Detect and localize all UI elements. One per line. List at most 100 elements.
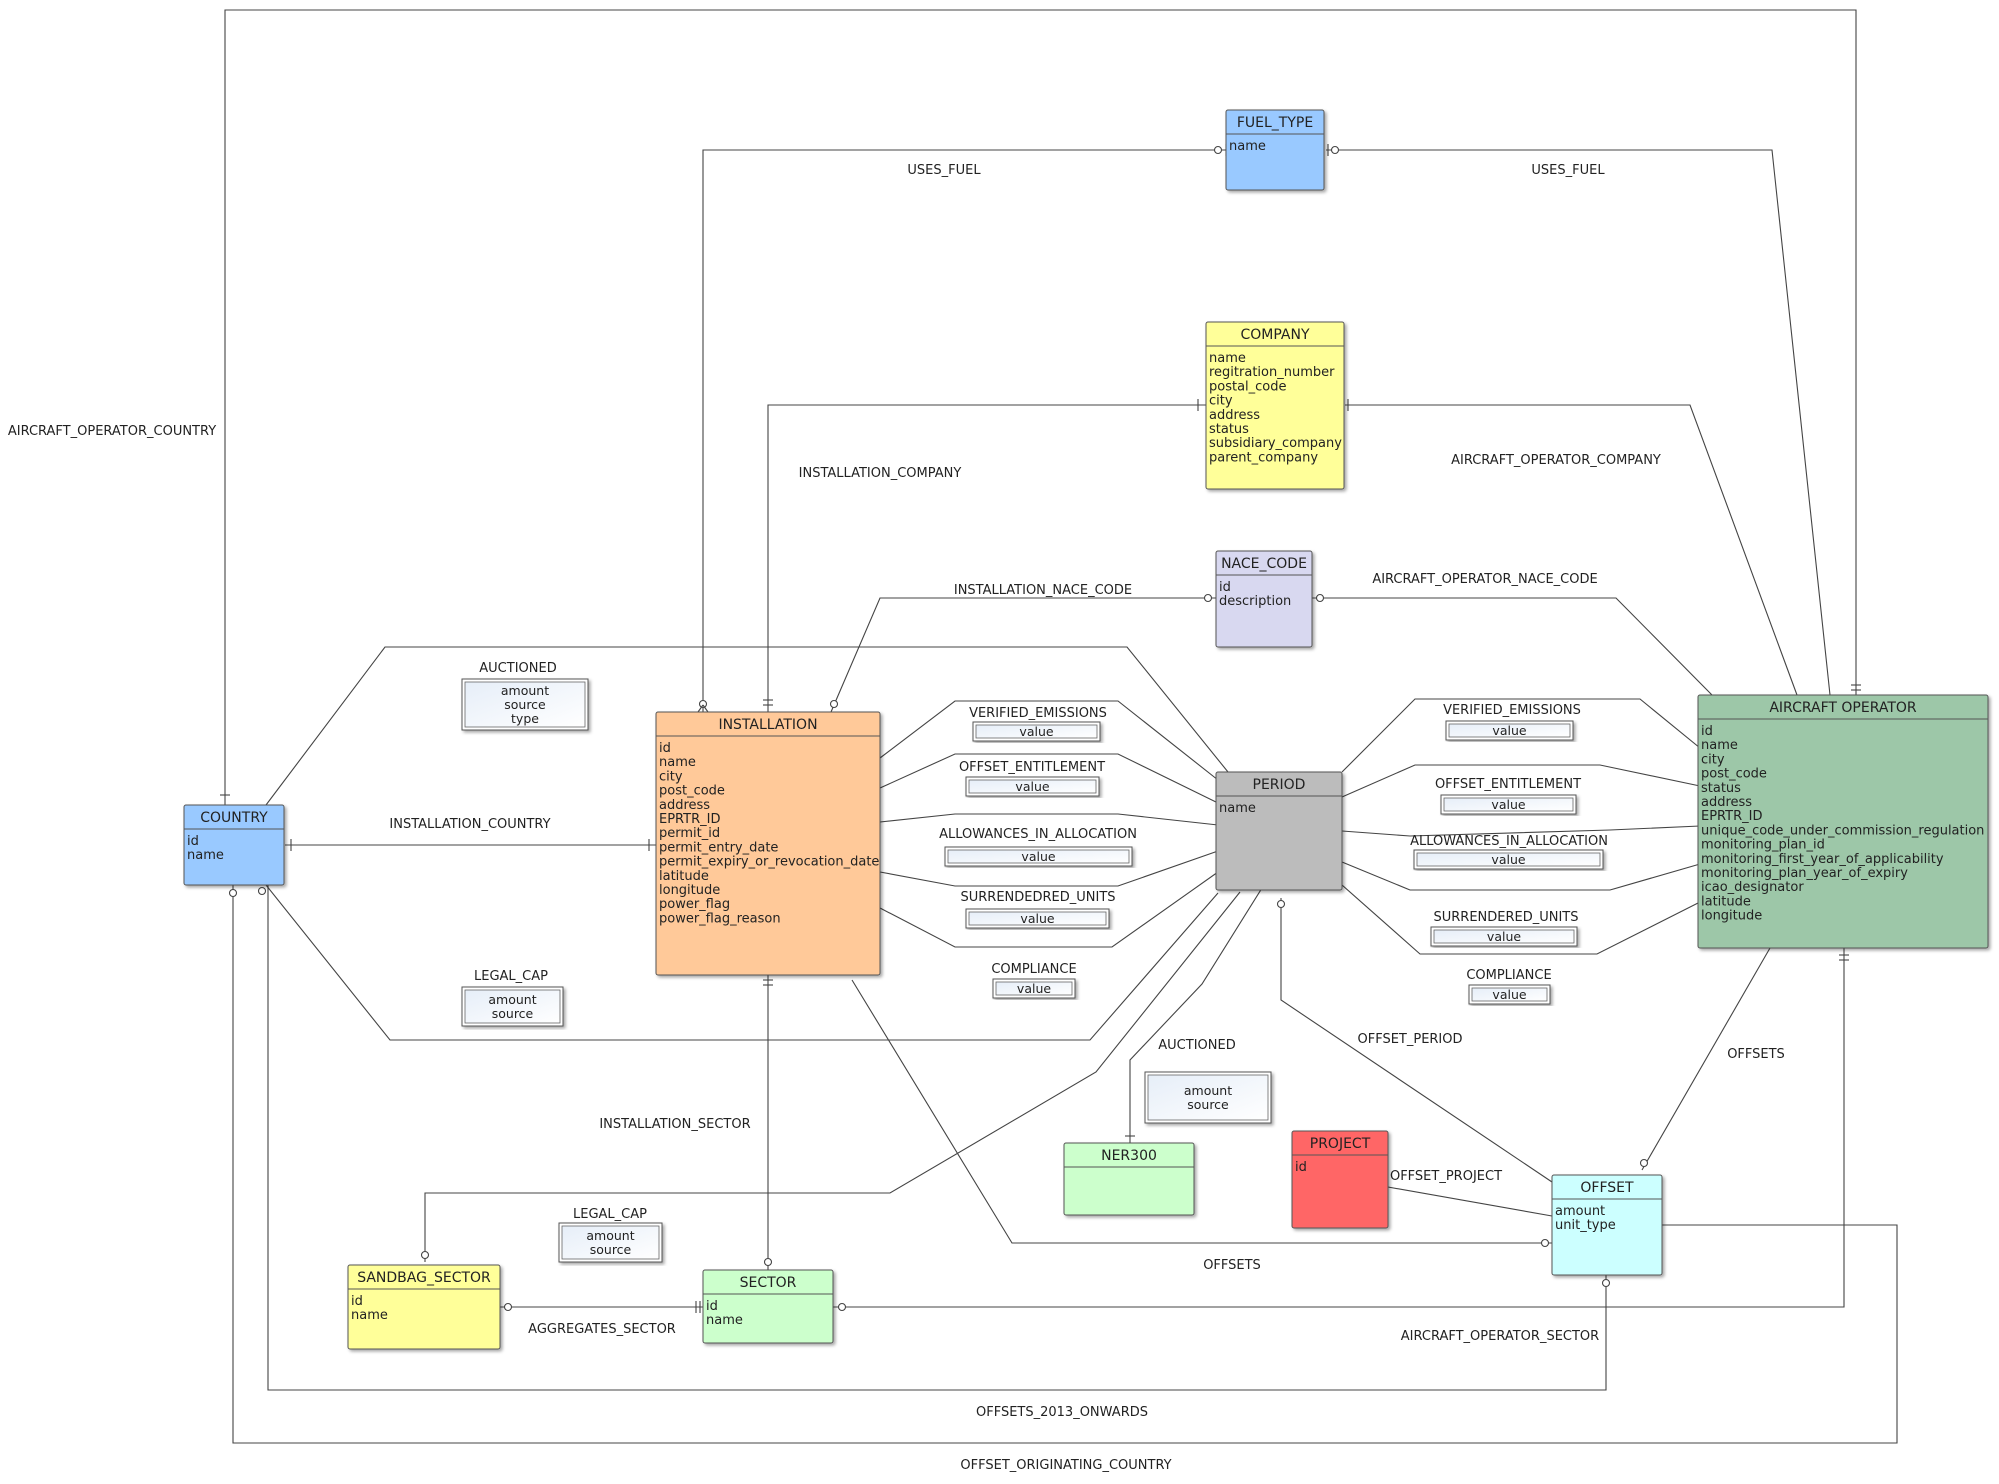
line-allowances-right [1341,825,1701,837]
entity-title: COUNTRY [200,810,268,826]
line-allowances-left [879,813,1219,826]
entity-box [1063,1142,1195,1216]
attr-box-surrendered-units-right: value [1430,926,1578,947]
entity-attribute: name [1209,351,1246,366]
entity-box [655,711,881,976]
line-offsets-right [1641,947,1771,1171]
entity-box [702,1269,834,1344]
entity-aircraft-operator[interactable]: AIRCRAFT OPERATORidnamecitypost_codestat… [1697,694,1989,949]
attr-value: value [1021,849,1055,864]
entity-attribute: name [1219,801,1256,816]
line-installation-company [767,404,1206,712]
attr-value: value [1492,987,1526,1002]
attr-value: amount [488,992,536,1007]
entity-title: PERIOD [1253,777,1306,793]
line-aircraft-operator-company [1345,404,1798,696]
label-installation-country: INSTALLATION_COUNTRY [389,817,550,832]
line-legal-cap-lower [265,884,1219,1041]
label-offset-period: OFFSET_PERIOD [1357,1032,1462,1047]
attr-box-inner [1433,929,1575,944]
attr-value: amount [586,1228,634,1243]
attr-box-inner [995,981,1073,996]
line-offset-period [1280,898,1553,1183]
relationship-lines [224,9,1898,1444]
label-installation-sector: INSTALLATION_SECTOR [599,1117,750,1132]
line-auctioned-ner300 [1129,887,1263,1143]
entity-period[interactable]: PERIOD name [1215,771,1343,891]
attr-box-surrendered-units-left: value [965,908,1110,929]
attr-value: source [1187,1097,1229,1112]
entity-attribute: address [659,798,710,813]
entity-attribute: post_code [1701,767,1767,782]
line-verified-emissions-right [1341,698,1701,773]
attr-value: value [1020,911,1054,926]
label-aircraft-operator-sector: AIRCRAFT_OPERATOR_SECTOR [1401,1329,1599,1344]
entity-ner300[interactable]: NER300 [1063,1142,1195,1216]
entity-attribute: id [1295,1160,1307,1175]
line-uses-fuel-right [1326,149,1831,696]
entity-attribute: name [1229,139,1266,154]
entity-box [1551,1174,1663,1276]
label-aircraft-operator-country: AIRCRAFT_OPERATOR_COUNTRY [8,424,216,439]
entity-attribute: icao_designator [1701,880,1804,895]
entity-attribute: monitoring_first_year_of_applicability [1701,852,1944,867]
attr-box-inner [1147,1074,1269,1121]
entity-attribute: latitude [1701,894,1751,909]
label-offset-originating-country: OFFSET_ORIGINATING_COUNTRY [960,1458,1171,1473]
line-offsets-bottom [851,979,1552,1244]
label-installation-nace-code: INSTALLATION_NACE_CODE [954,583,1132,598]
label-uses-fuel-left: USES_FUEL [907,163,981,178]
line-aircraft-operator-sector [833,948,1845,1308]
entity-attribute: address [1701,795,1752,810]
attr-box-inner [464,681,586,728]
entity-attribute: latitude [659,869,709,884]
label-offset-entitlement-left: OFFSET_ENTITLEMENT [959,760,1105,775]
entity-box [1225,109,1325,191]
attr-box-inner [464,989,561,1024]
entity-attribute: id [187,834,199,849]
line-offset-originating-country [232,885,1898,1444]
label-verified-emissions-left: VERIFIED_EMISSIONS [969,706,1107,721]
relationship-labels: USES_FUEL USES_FUEL AIRCRAFT_OPERATOR_CO… [8,163,1785,1473]
label-offsets-bottom: OFFSETS [1203,1258,1261,1273]
entity-attribute: city [1701,752,1725,767]
attr-box-compliance-right: value [1468,984,1551,1005]
attr-box-inner [968,911,1107,926]
entity-company[interactable]: COMPANYnameregitration_numberpostal_code… [1205,321,1345,490]
entity-attribute: monitoring_plan_year_of_expiry [1701,866,1908,881]
entity-attribute: amount [1555,1204,1605,1219]
entity-box [1215,771,1343,891]
entity-box [1205,321,1345,490]
entity-attribute: EPRTR_ID [1701,809,1762,824]
attr-box-verified-emissions-right: value [1445,720,1574,741]
entity-attribute: power_flag [659,897,730,912]
entity-installation[interactable]: INSTALLATIONidnamecitypost_codeaddressEP… [655,711,881,976]
attr-value: value [1017,981,1051,996]
line-compliance-left [879,871,1219,948]
entity-attribute: parent_company [1209,450,1318,465]
attr-value: value [1492,723,1526,738]
attr-value: value [1019,724,1053,739]
entity-title: FUEL_TYPE [1237,115,1313,131]
label-surrendered-right: SURRENDERED_UNITS [1433,910,1578,925]
attr-box-compliance-left: value [992,978,1076,999]
label-surrendered-left: SURRENDEDRED_UNITS [960,890,1115,905]
entity-attribute: permit_expiry_or_revocation_date [659,855,879,870]
label-legal-cap-left: LEGAL_CAP [474,969,548,984]
entity-attribute: id [659,741,671,756]
attr-box-offset-entitlement-right: value [1440,794,1577,815]
entity-attribute: unit_type [1555,1218,1616,1233]
attr-box-inner [947,849,1130,864]
attr-box-inner [1471,987,1548,1002]
